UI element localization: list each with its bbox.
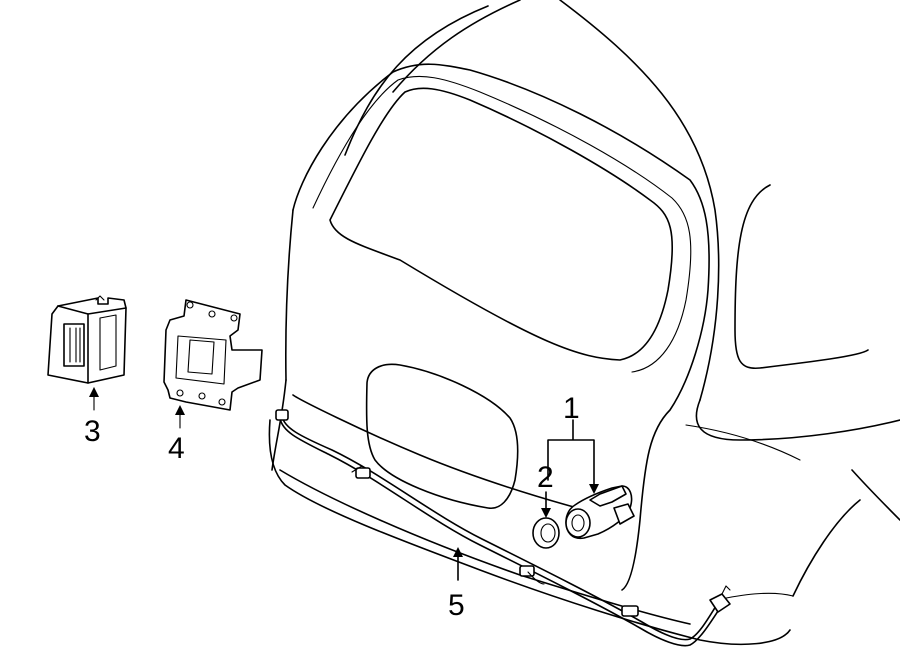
arrow-5	[453, 547, 463, 557]
harness-connector-right	[709, 593, 731, 613]
harness-connector-left	[275, 409, 289, 421]
harness-clip-1	[355, 467, 371, 479]
liftgate	[271, 63, 710, 591]
harness-clip-2	[519, 565, 535, 577]
callout-3: 3	[84, 415, 101, 448]
callout-4: 4	[168, 432, 185, 465]
sensor-bezel-part	[532, 517, 560, 549]
control-module-part	[47, 295, 127, 411]
module-bracket-part	[163, 299, 263, 429]
wiring-harness	[275, 409, 731, 647]
callout-2: 2	[537, 461, 554, 494]
arrow-3	[89, 387, 99, 397]
park-assist-sensor-part	[565, 485, 635, 540]
harness-clip-3	[621, 605, 639, 617]
arrow-1	[589, 484, 599, 494]
module-connector	[63, 323, 85, 367]
callout-1: 1	[563, 392, 580, 425]
arrow-2	[541, 508, 551, 518]
rear-bumper	[268, 419, 794, 646]
callout-leaders	[453, 419, 599, 581]
arrow-4	[175, 405, 185, 415]
callout-5: 5	[448, 589, 465, 622]
